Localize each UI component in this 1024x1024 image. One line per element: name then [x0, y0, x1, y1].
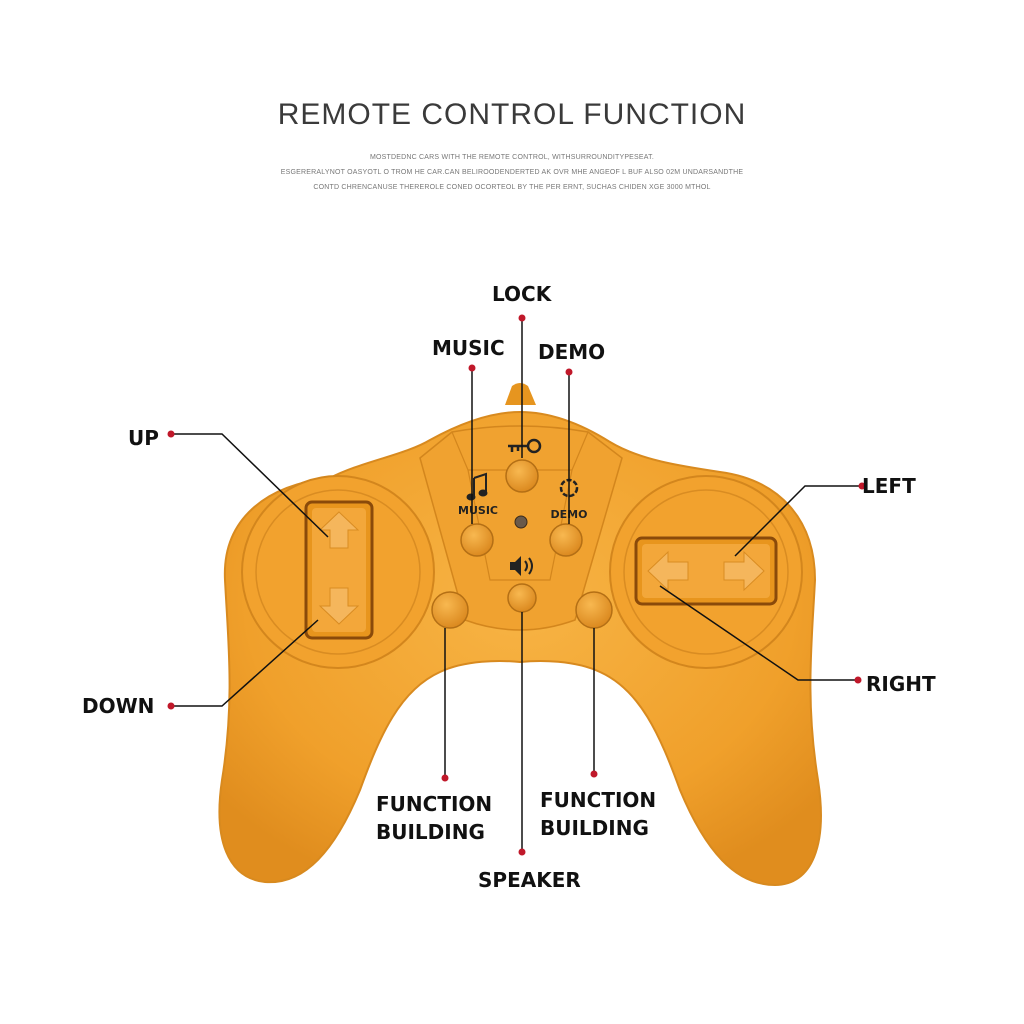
label-function-left-line2: BUILDING — [376, 820, 485, 844]
music-text: MUSIC — [458, 504, 498, 517]
demo-button[interactable] — [549, 523, 583, 557]
label-speaker: SPEAKER — [478, 868, 581, 892]
music-button[interactable] — [460, 523, 494, 557]
arrow-down-icon — [318, 587, 360, 625]
label-function-left: FUNCTION BUILDING — [376, 790, 492, 846]
label-lock: LOCK — [492, 282, 552, 306]
speaker-button[interactable] — [507, 583, 537, 613]
indicator-led — [514, 515, 528, 529]
callout-dots — [167, 314, 866, 856]
antenna — [505, 383, 536, 405]
label-demo: DEMO — [538, 340, 606, 364]
label-function-left-line1: FUNCTION — [376, 792, 493, 816]
function-button-left[interactable] — [431, 591, 469, 629]
label-function-right-line2: BUILDING — [540, 816, 649, 840]
subtitle-line: CONTD CHRENCANUSE THEREROLE CONED OCORTE… — [313, 184, 711, 191]
subtitle-line: ESGERERALYNOT OASYOTL O TROM HE CAR.CAN … — [280, 169, 744, 176]
label-right: RIGHT — [866, 672, 936, 696]
leader-lines — [171, 318, 862, 852]
label-function-right-line1: FUNCTION — [540, 788, 657, 812]
lock-button[interactable] — [505, 459, 539, 493]
label-up: UP — [128, 426, 159, 450]
label-music: MUSIC — [432, 336, 505, 360]
speaker-icon — [510, 556, 533, 576]
label-function-right: FUNCTION BUILDING — [540, 786, 656, 842]
label-down: DOWN — [82, 694, 155, 718]
label-left: LEFT — [862, 474, 916, 498]
music-note-icon — [466, 472, 488, 501]
arrow-right-icon — [723, 550, 765, 592]
key-icon — [508, 438, 542, 454]
subtitle-line: MOSTDEDNC CARS WITH THE REMOTE CONTROL, … — [370, 154, 654, 161]
page-title: REMOTE CONTROL FUNCTION — [277, 98, 747, 131]
function-button-right[interactable] — [575, 591, 613, 629]
arrow-left-icon — [647, 550, 689, 592]
